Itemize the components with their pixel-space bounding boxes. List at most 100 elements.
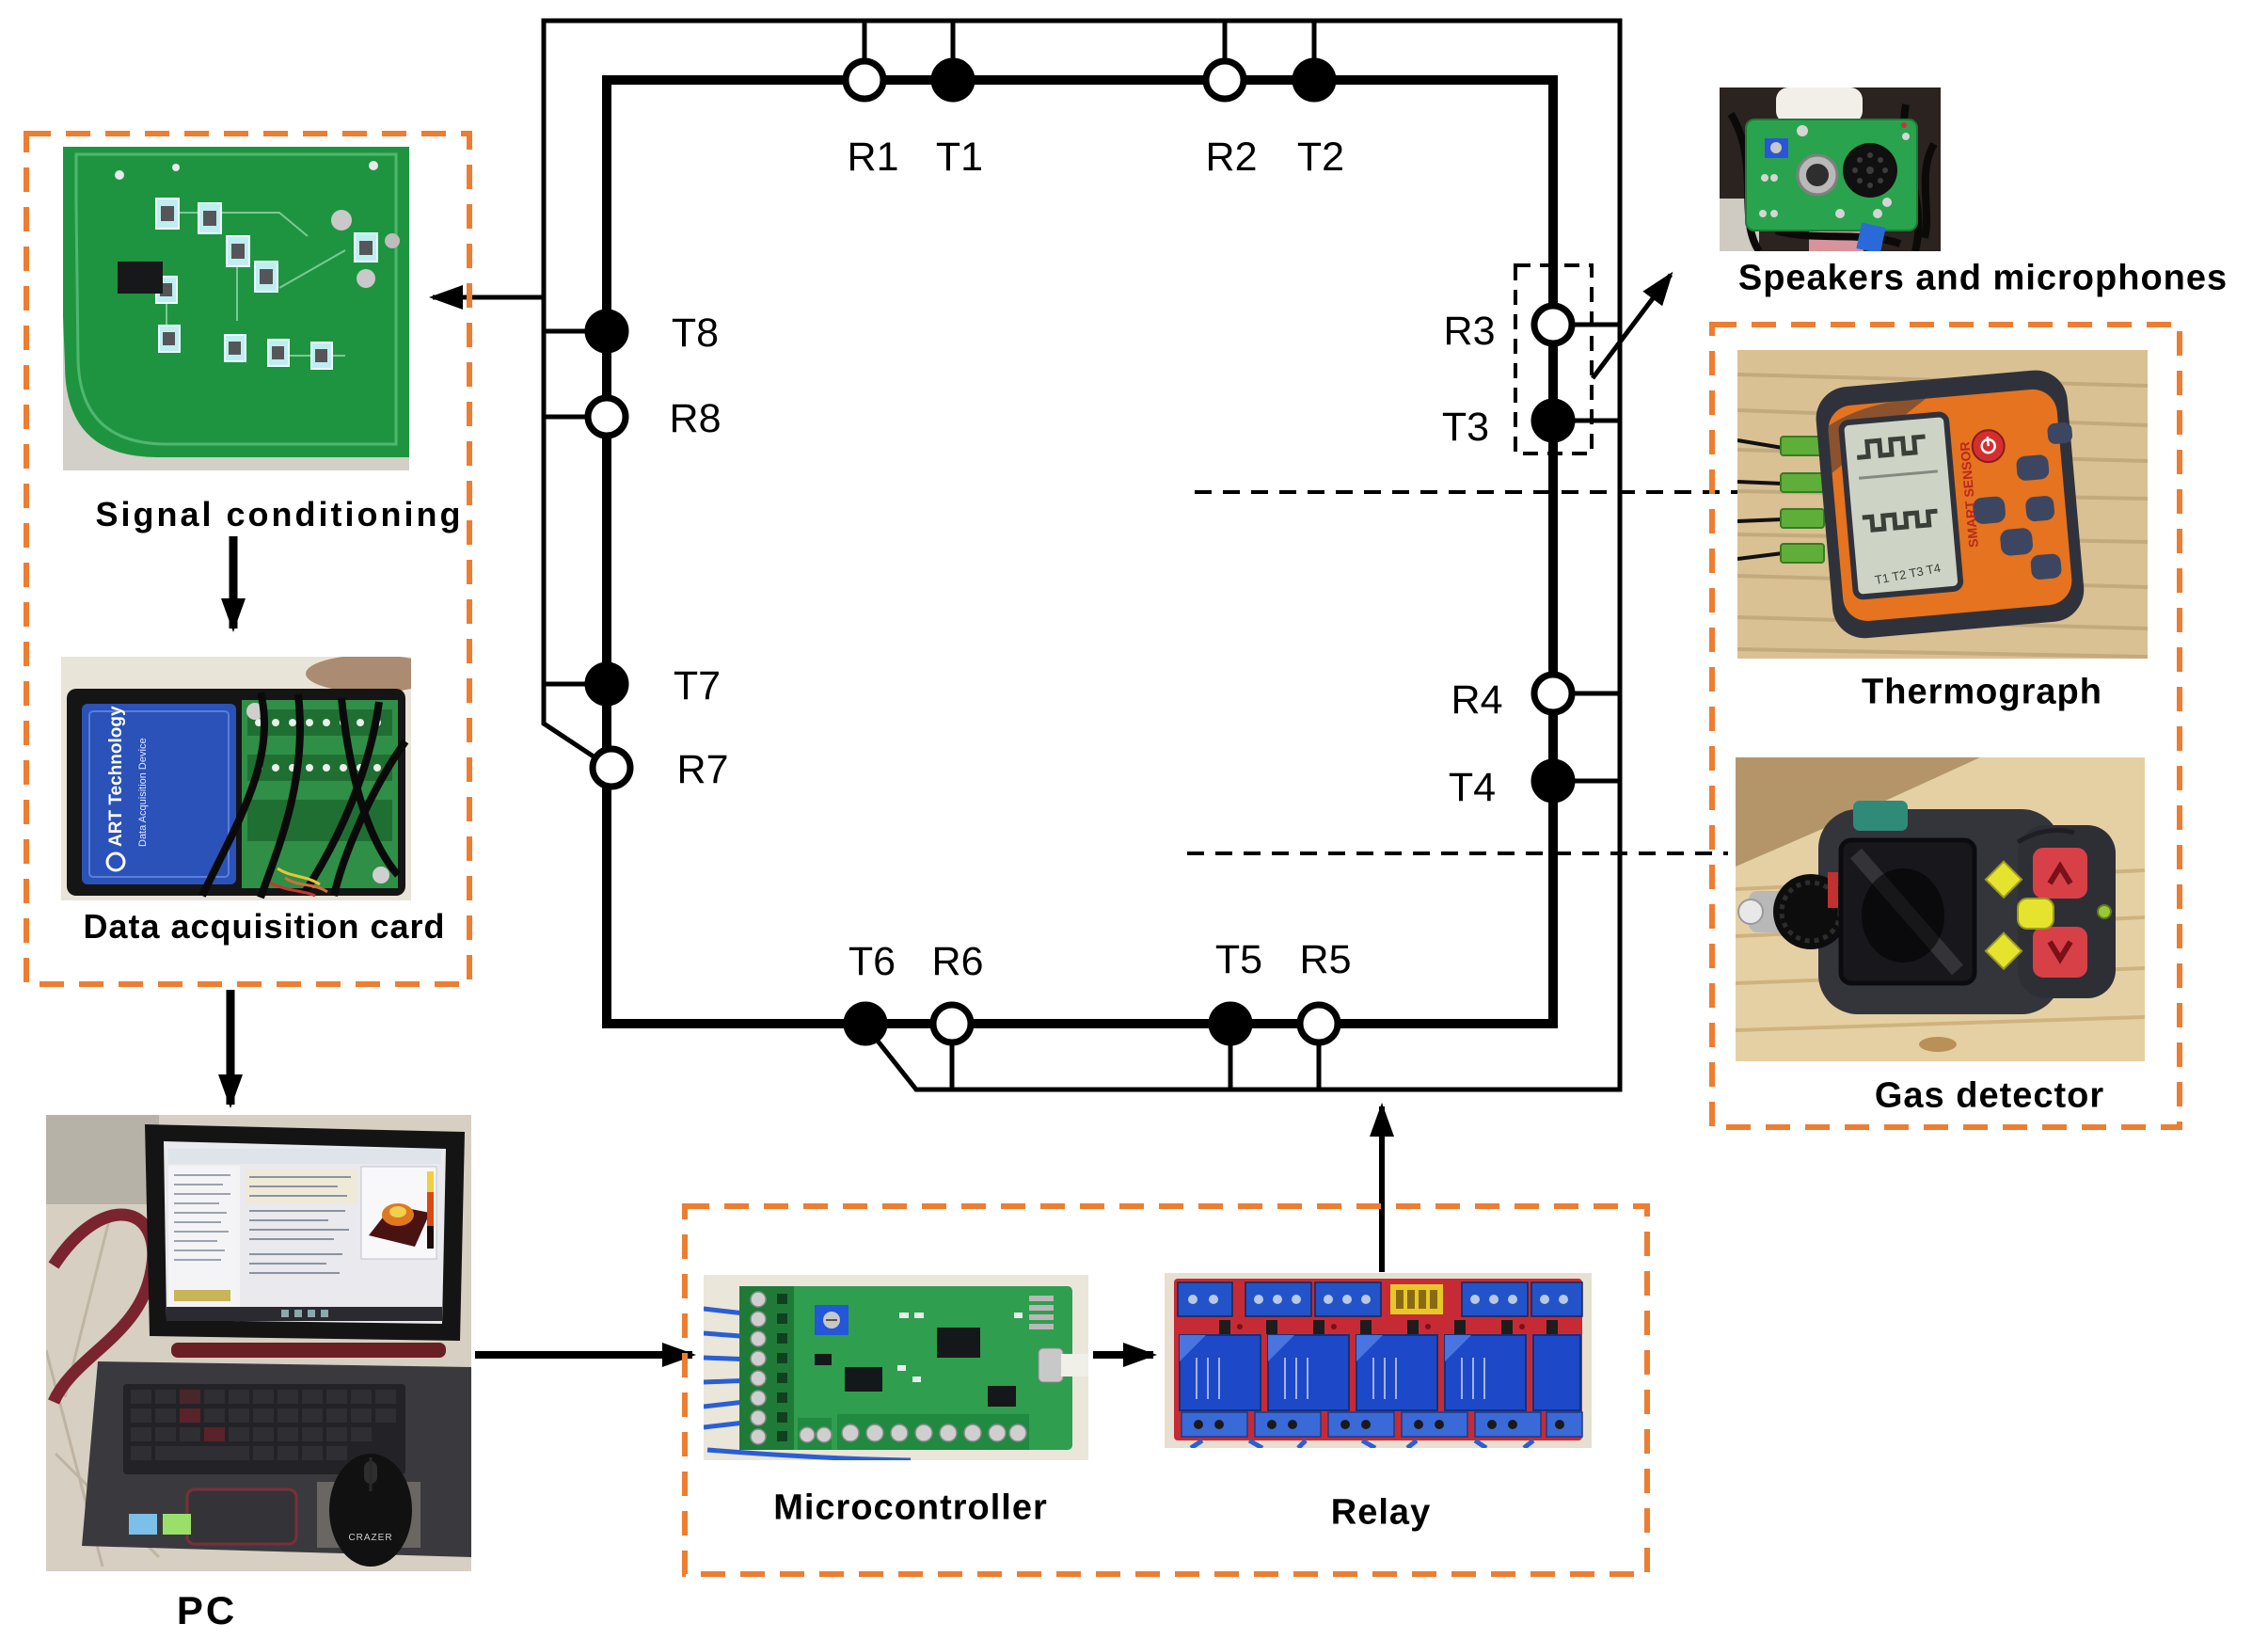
r3-open-marker: [1531, 302, 1576, 347]
acquisition-group-box: [24, 131, 472, 987]
t8-filled-marker: [584, 309, 629, 354]
r6-open-marker: [929, 1001, 975, 1046]
sensor-node-r2: R2: [1202, 57, 1258, 180]
gas-detector-caption: Gas detector: [1874, 1075, 2105, 1116]
sensor-node-t3: T3: [1442, 398, 1576, 450]
microcontroller-caption: Microcontroller: [773, 1488, 1048, 1528]
relay-photo: [1165, 1273, 1592, 1448]
sensor-node-r5: R5: [1296, 937, 1351, 1046]
daq-blue-panel: [82, 704, 236, 884]
r5-open-marker: [1296, 1001, 1341, 1046]
power-button: [1971, 429, 2006, 464]
gpu-sticker: [163, 1514, 191, 1535]
t3-filled-marker: [1531, 398, 1576, 443]
blue-ribbon-cable: [1856, 222, 1886, 251]
r7-label: R7: [677, 747, 729, 792]
bottom-terminals: [798, 1414, 1029, 1450]
surface-plot-panel: [360, 1166, 437, 1260]
pc-caption: PC: [176, 1588, 238, 1632]
sensor-node-r7: R7: [589, 745, 729, 792]
trimmer: [815, 1305, 849, 1335]
arrow-to-speakers-photo: [1591, 271, 1673, 380]
signal-conditioning-photo: [63, 147, 409, 470]
thermocouple-connectors: [1737, 436, 1825, 564]
driver-components: [1219, 1320, 1558, 1334]
daq-caption: Data acquisition card: [83, 907, 446, 946]
instrument-group-box: [1709, 322, 2182, 1130]
sensor-node-t2: T2: [1292, 57, 1344, 180]
r1-label: R1: [848, 135, 899, 180]
t1-filled-marker: [930, 57, 975, 103]
t2-label: T2: [1297, 135, 1344, 180]
display-window: [1838, 837, 1977, 986]
r3-t3-dashed-box: [1514, 263, 1594, 455]
keypad-buttons: [1973, 422, 2073, 580]
r2-label: R2: [1206, 135, 1258, 180]
sensor-node-t8: T8: [584, 309, 719, 356]
laptop-hinge: [171, 1343, 446, 1358]
daq-brand-text: ART Technology: [106, 706, 126, 847]
r3-label: R3: [1444, 309, 1496, 354]
t4-label: T4: [1449, 765, 1496, 810]
speakers-caption: Speakers and microphones: [1737, 258, 2228, 298]
t5-label: T5: [1215, 937, 1262, 982]
pc-photo: CRAZER: [46, 1115, 471, 1571]
sensor-node-r3: R3: [1444, 302, 1576, 354]
thermograph-device: T1 T2 T3 T4 SMART SENSOR: [1816, 370, 2085, 639]
daq-small-wires: [269, 867, 328, 898]
t4-filled-marker: [1531, 758, 1576, 804]
gas-detector-photo: [1736, 757, 2145, 1061]
lcd-screen: T1 T2 T3 T4: [1838, 411, 1964, 600]
r8-open-marker: [584, 394, 629, 439]
thermograph-caption: Thermograph: [1862, 672, 2102, 712]
sensor-node-t1: T1: [930, 57, 983, 180]
touchpad: [185, 1488, 298, 1546]
sensor-pcb: [1745, 119, 1918, 231]
laptop-screen: [145, 1124, 465, 1341]
daq-card-photo: ART Technology Data Acquisition Device: [61, 657, 411, 900]
bottom-terminal-blocks: [1181, 1411, 1583, 1438]
sensor-nodes: R1 T1 R2 T2 R3 T3: [584, 57, 1576, 1046]
black-ic: [118, 262, 163, 294]
t5-filled-marker: [1208, 1001, 1253, 1046]
t6-filled-marker: [843, 1001, 888, 1046]
daq-sub-text: Data Acquisition Device: [137, 738, 149, 847]
buttons: [1984, 848, 2087, 978]
speaker: [1843, 143, 1897, 198]
sensor-node-r1: R1: [842, 57, 899, 180]
sensor-node-r4: R4: [1451, 671, 1576, 723]
sensor-node-t6: T6: [843, 939, 896, 1046]
daq-cables: [198, 692, 409, 899]
top-terminal-blocks: [1177, 1281, 1583, 1317]
r1-open-marker: [842, 57, 887, 103]
intel-sticker: [129, 1514, 157, 1535]
pump-inlet: [1737, 872, 1848, 949]
t7-label: T7: [674, 663, 721, 708]
outer-bus-line: [541, 18, 1623, 1092]
laptop-deck: [82, 1361, 471, 1557]
microcontroller-photo: [704, 1275, 1088, 1460]
t8-label: T8: [672, 310, 719, 356]
r8-label: R8: [670, 396, 722, 441]
blue-wires-bottom: [1189, 1438, 1535, 1448]
sensor-node-t4: T4: [1449, 758, 1576, 810]
sensor-node-t5: T5: [1208, 937, 1262, 1046]
duct-square: [602, 75, 1558, 1028]
sensor-node-t7: T7: [584, 661, 721, 708]
speakers-microphones-photo: [1720, 88, 1941, 251]
node-stubs: [544, 21, 1620, 1090]
relay-modules: [1179, 1334, 1581, 1411]
thermograph-photo: T1 T2 T3 T4 SMART SENSOR: [1737, 350, 2148, 659]
smd-components: [118, 198, 400, 370]
mouse-brand-text: CRAZER: [348, 1533, 392, 1543]
relay-caption: Relay: [1330, 1492, 1432, 1533]
sensor-node-r8: R8: [584, 394, 722, 441]
pcb-screws: [1759, 125, 1910, 218]
r2-open-marker: [1202, 57, 1247, 103]
sensor-node-r6: R6: [929, 939, 983, 1046]
r7-open-marker: [589, 745, 634, 790]
teal-clip: [1853, 801, 1908, 831]
ics: [815, 1328, 1016, 1407]
micro-usb: [1029, 1296, 1088, 1383]
